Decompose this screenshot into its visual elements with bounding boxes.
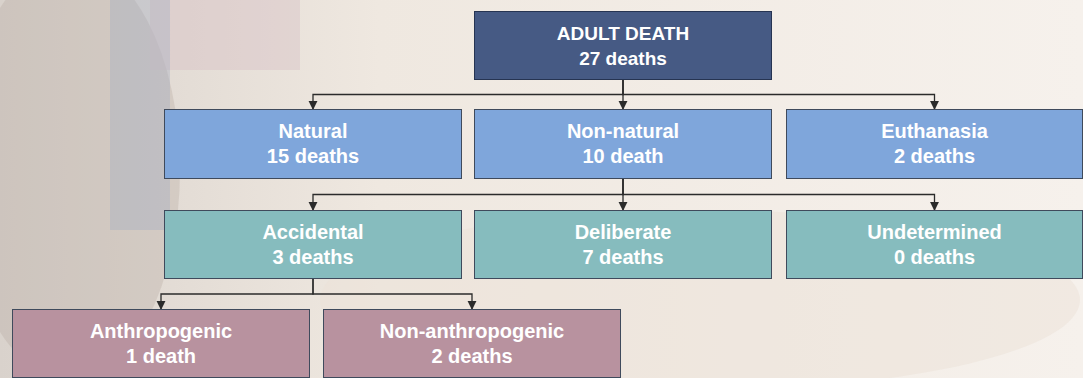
branch-arrow — [313, 80, 623, 109]
death-count: 3 deaths — [272, 245, 353, 270]
category-box: Euthanasia2 deaths — [786, 109, 1083, 179]
category-name: Non-natural — [567, 119, 679, 144]
death-count: 2 deaths — [431, 344, 512, 369]
death-count: 2 deaths — [894, 144, 975, 169]
branch-arrow — [623, 80, 935, 109]
branch-arrow — [623, 179, 935, 210]
category-name: Non-anthropogenic — [380, 319, 564, 344]
category-name: ADULT DEATH — [557, 21, 689, 46]
branch-arrow — [313, 179, 623, 210]
death-count: 0 deaths — [894, 245, 975, 270]
category-box: Undetermined0 deaths — [786, 210, 1083, 279]
category-name: Accidental — [262, 220, 363, 245]
category-name: Deliberate — [575, 220, 672, 245]
death-count: 27 deaths — [579, 46, 667, 71]
category-box: Deliberate7 deaths — [474, 210, 772, 279]
faded-sleeve — [110, 0, 170, 230]
category-box: Non-natural10 death — [474, 109, 772, 179]
death-count: 1 death — [126, 344, 196, 369]
category-box: Natural15 deaths — [164, 109, 462, 179]
category-name: Euthanasia — [881, 119, 988, 144]
death-count: 15 deaths — [267, 144, 359, 169]
category-name: Natural — [279, 119, 348, 144]
category-box: Accidental3 deaths — [164, 210, 462, 279]
branch-arrow — [313, 279, 472, 309]
category-box: Anthropogenic1 death — [12, 309, 310, 378]
category-name: Anthropogenic — [90, 319, 232, 344]
death-count: 10 death — [582, 144, 663, 169]
branch-arrow — [161, 279, 313, 309]
death-count: 7 deaths — [582, 245, 663, 270]
faded-shirt — [150, 0, 300, 70]
root-box: ADULT DEATH27 deaths — [474, 11, 772, 80]
category-box: Non-anthropogenic2 deaths — [323, 309, 621, 378]
category-name: Undetermined — [867, 220, 1001, 245]
